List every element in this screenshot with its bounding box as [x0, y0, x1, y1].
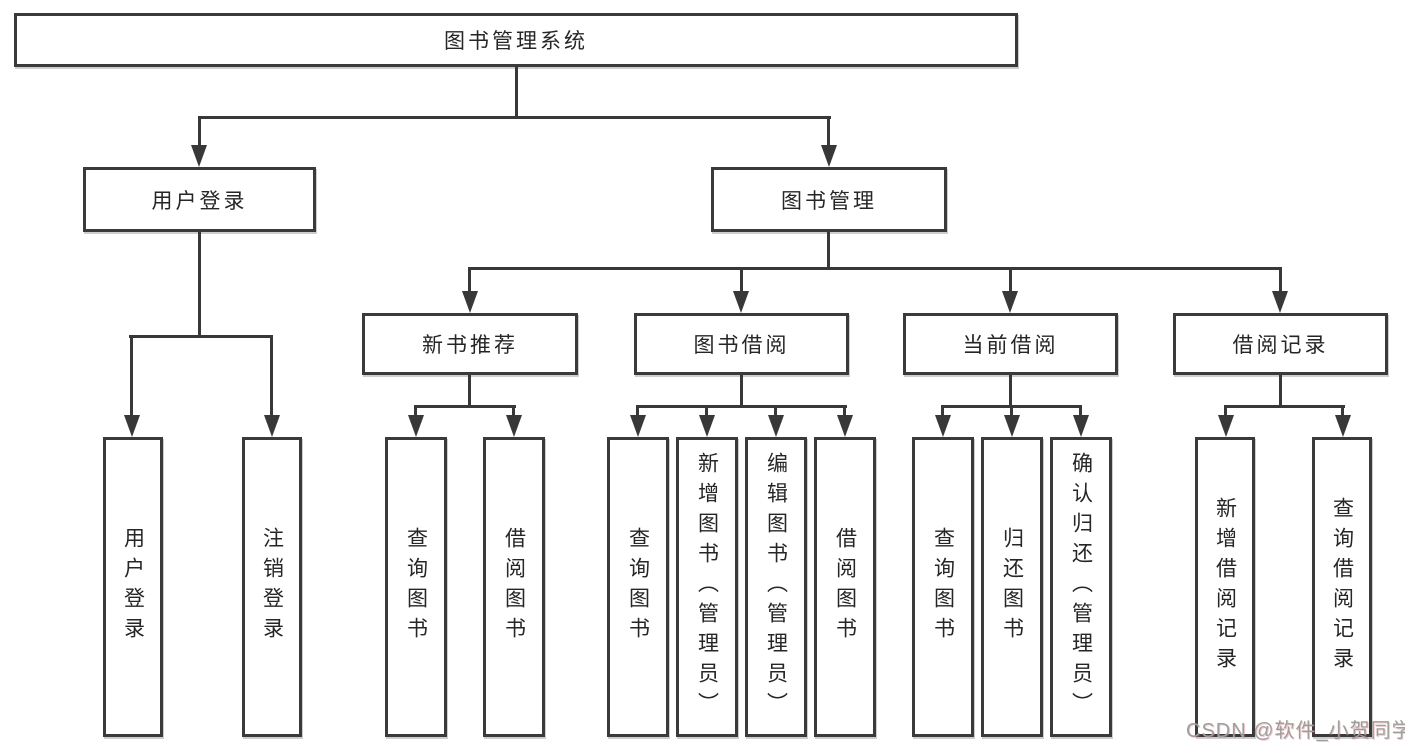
arrow-down-icon: [408, 415, 424, 437]
arrow-down-icon: [462, 291, 478, 313]
leaf-borrow-edit-book-admin: 编辑图书（管理员）: [745, 437, 807, 737]
connector-currentborrow-bus: [941, 405, 1082, 408]
arrow-down-icon: [733, 291, 749, 313]
arrow-down-icon: [935, 415, 951, 437]
connector-newbook-bus: [414, 405, 516, 408]
arrow-down-icon: [1004, 415, 1020, 437]
leaf-logout-label: 注销登录: [260, 527, 284, 647]
connector-newbook-stub: [468, 375, 471, 407]
leaf-borrow-query-book: 查询图书: [607, 437, 669, 737]
node-book-management-label: 图书管理: [781, 189, 877, 213]
node-current-borrow-label: 当前借阅: [962, 334, 1059, 357]
arrow-down-icon: [837, 415, 853, 437]
leaf-current-return-book-label: 归还图书: [1000, 527, 1024, 647]
connector-to-new-book: [468, 269, 471, 293]
connector-bookborrow-bus: [636, 405, 847, 408]
leaf-current-query-book: 查询图书: [912, 437, 974, 737]
node-book-borrow-label: 图书借阅: [693, 334, 790, 357]
connector-root-stub: [515, 66, 518, 118]
arrow-down-icon: [264, 415, 280, 437]
node-borrow-record: 借阅记录: [1173, 313, 1388, 375]
connector-leaf: [1079, 407, 1082, 417]
arrow-down-icon: [1218, 415, 1234, 437]
leaf-user-login-label: 用户登录: [121, 527, 145, 647]
node-book-management: 图书管理: [711, 167, 947, 232]
connector-leaf: [774, 407, 777, 417]
connector-leaf: [1224, 407, 1227, 417]
leaf-record-query-record-label: 查询借阅记录: [1330, 497, 1354, 677]
leaf-newbook-borrow-book: 借阅图书: [483, 437, 545, 737]
leaf-borrow-add-book-admin-label: 新增图书（管理员）: [695, 452, 719, 722]
leaf-current-query-book-label: 查询图书: [931, 527, 955, 647]
connector-borrowrecord-bus: [1224, 405, 1345, 408]
connector-to-book-borrow: [740, 269, 743, 293]
node-borrow-record-label: 借阅记录: [1232, 334, 1329, 357]
connector-leaf: [941, 407, 944, 417]
connector-leaf: [414, 407, 417, 417]
connector-borrowrecord-stub: [1279, 375, 1282, 407]
node-new-book-recommend-label: 新书推荐: [422, 334, 518, 357]
connector-leaf: [1010, 407, 1013, 417]
arrow-down-icon: [506, 415, 522, 437]
connector-to-leaf-logout: [270, 337, 273, 417]
connector-leaf: [705, 407, 708, 417]
connector-bookborrow-stub: [740, 375, 743, 407]
leaf-borrow-add-book-admin: 新增图书（管理员）: [676, 437, 738, 737]
leaf-record-add-record: 新增借阅记录: [1195, 437, 1255, 737]
connector-leaf: [843, 407, 846, 417]
leaf-record-add-record-label: 新增借阅记录: [1213, 497, 1237, 677]
connector-to-borrow-record: [1279, 269, 1282, 293]
arrow-down-icon: [191, 145, 207, 167]
arrow-down-icon: [630, 415, 646, 437]
connector-root-bus: [198, 116, 831, 119]
arrow-down-icon: [1335, 415, 1351, 437]
connector-to-user-login: [198, 118, 201, 148]
leaf-borrow-query-book-label: 查询图书: [626, 527, 650, 647]
connector-leaf: [512, 407, 515, 417]
leaf-borrow-borrow-book-label: 借阅图书: [833, 527, 857, 647]
node-root-system: 图书管理系统: [14, 13, 1018, 67]
arrow-down-icon: [1002, 291, 1018, 313]
node-book-borrow: 图书借阅: [634, 313, 849, 375]
arrow-down-icon: [1272, 291, 1288, 313]
connector-to-leaf-user-login: [130, 337, 133, 417]
leaf-current-return-book: 归还图书: [981, 437, 1043, 737]
node-user-login-label: 用户登录: [151, 189, 248, 213]
leaf-newbook-query-book: 查询图书: [385, 437, 447, 737]
arrow-down-icon: [699, 415, 715, 437]
leaf-borrow-edit-book-admin-label: 编辑图书（管理员）: [764, 452, 788, 722]
connector-to-book-mgmt: [827, 118, 830, 148]
node-user-login: 用户登录: [83, 167, 316, 232]
arrow-down-icon: [821, 145, 837, 167]
arrow-down-icon: [768, 415, 784, 437]
leaf-current-confirm-return-admin: 确认归还（管理员）: [1050, 437, 1112, 737]
leaf-user-login: 用户登录: [103, 437, 163, 737]
arrow-down-icon: [1073, 415, 1089, 437]
connector-leaf: [1341, 407, 1344, 417]
leaf-borrow-borrow-book: 借阅图书: [814, 437, 876, 737]
connector-mgmt-stub: [827, 232, 830, 269]
leaf-current-confirm-return-admin-label: 确认归还（管理员）: [1069, 452, 1093, 722]
connector-to-current-borrow: [1009, 269, 1012, 293]
connector-mgmt-bus: [468, 267, 1282, 270]
watermark: CSDN @软件_小贺同学: [1186, 720, 1405, 742]
arrow-down-icon: [124, 415, 140, 437]
node-current-borrow: 当前借阅: [903, 313, 1118, 375]
leaf-logout: 注销登录: [242, 437, 302, 737]
node-new-book-recommend: 新书推荐: [362, 313, 578, 375]
leaf-newbook-borrow-book-label: 借阅图书: [502, 527, 526, 647]
connector-currentborrow-stub: [1009, 375, 1012, 407]
connector-user-bus: [129, 335, 273, 338]
node-root-label: 图书管理系统: [444, 30, 588, 53]
connector-leaf: [636, 407, 639, 417]
leaf-newbook-query-book-label: 查询图书: [404, 527, 428, 647]
connector-user-stub: [198, 232, 201, 337]
leaf-record-query-record: 查询借阅记录: [1312, 437, 1372, 737]
